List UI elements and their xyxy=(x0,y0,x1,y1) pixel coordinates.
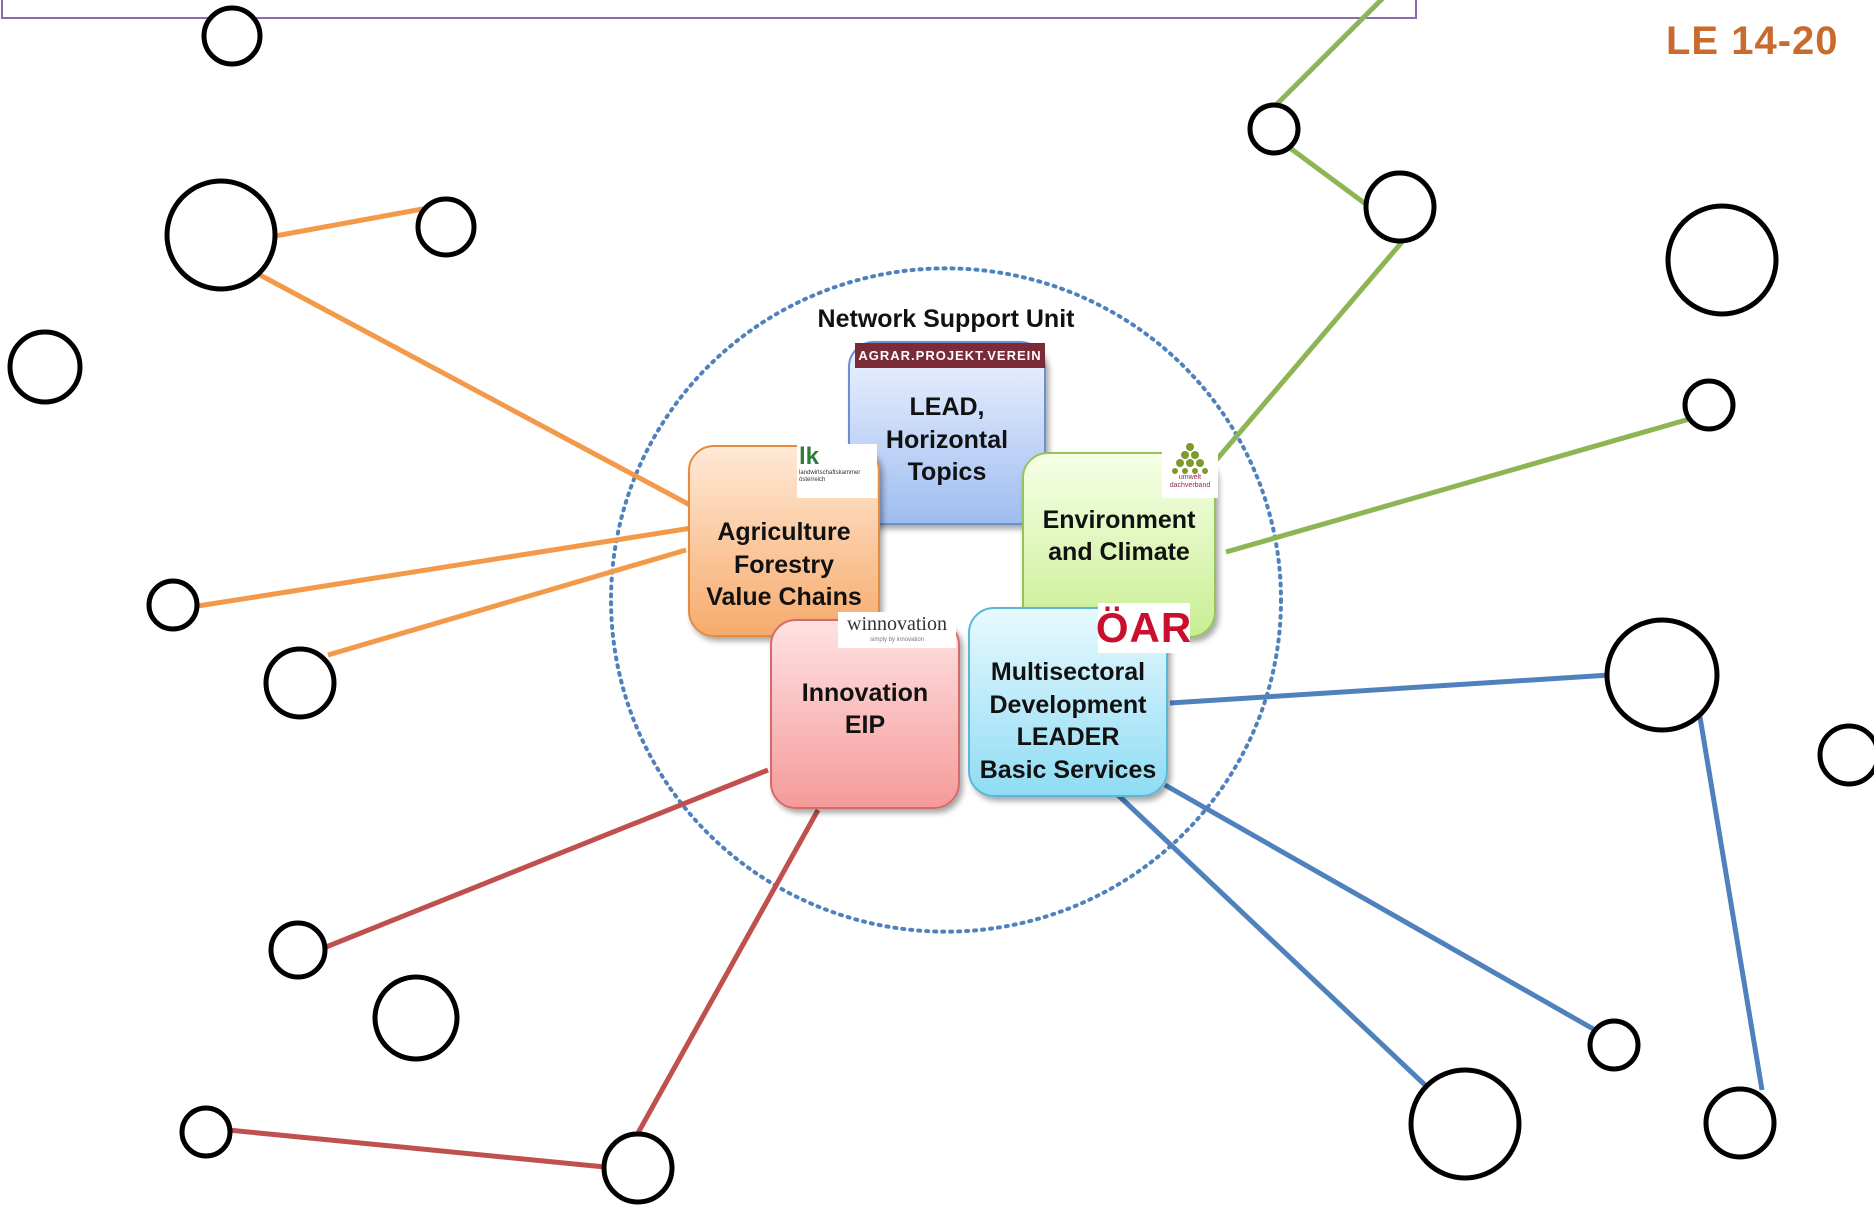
node xyxy=(179,1105,233,1159)
link xyxy=(1169,672,1611,706)
landwirtschaftskammer-logo: lk landwirtschaftskammer österreich xyxy=(797,444,877,498)
tree-dots-icon xyxy=(1172,443,1208,474)
node xyxy=(1703,1086,1777,1160)
innov-box-label: Innovation EIP xyxy=(801,678,929,740)
oar-logo-text: ÖAR xyxy=(1095,604,1193,651)
brand-badge-text: LE 14-20 xyxy=(1666,19,1839,63)
link xyxy=(274,205,429,239)
lead-horizontal-topics-box: LEAD, Horizontal Topics xyxy=(848,341,1046,525)
header-frame xyxy=(1,0,1417,19)
link xyxy=(1272,0,1385,109)
lead-box-label: LEAD, Horizontal Topics xyxy=(885,393,1009,487)
link xyxy=(1163,782,1597,1033)
link xyxy=(1225,415,1694,555)
link xyxy=(1697,716,1765,1091)
winnovation-tagline: simply by innovation xyxy=(869,637,925,643)
link xyxy=(327,547,687,658)
link xyxy=(635,808,821,1135)
innovation-eip-box: Innovation EIP xyxy=(770,619,960,809)
lk-logo-text: landwirtschaftskammer österreich xyxy=(799,470,861,483)
link xyxy=(1116,793,1427,1087)
agrar-projekt-verein-logo: AGRAR.PROJEKT.VEREIN xyxy=(855,343,1045,368)
winnovation-logo-text: winnovation xyxy=(847,613,947,635)
link xyxy=(1193,240,1404,487)
node xyxy=(1247,102,1301,156)
orange-links xyxy=(197,205,693,658)
node xyxy=(372,974,460,1062)
link xyxy=(325,767,769,950)
node xyxy=(601,1131,675,1205)
multi-box-label: Multisectoral Development LEADER Basic S… xyxy=(979,658,1157,784)
agri-box-label: Agriculture Forestry Value Chains xyxy=(706,518,862,612)
node xyxy=(201,5,263,67)
node xyxy=(1363,170,1437,244)
node xyxy=(1587,1018,1641,1072)
le-14-20-badge: LE 14-20 xyxy=(1666,19,1839,63)
node xyxy=(263,646,337,720)
link xyxy=(258,272,692,508)
agrar-logo-text: AGRAR.PROJEKT.VEREIN xyxy=(858,348,1042,363)
link xyxy=(1288,145,1369,208)
node xyxy=(1665,203,1779,317)
node xyxy=(268,920,328,980)
green-links xyxy=(1193,0,1694,555)
node xyxy=(415,196,477,258)
node xyxy=(164,178,278,292)
node xyxy=(146,578,200,632)
winnovation-logo: winnovation simply by innovation xyxy=(838,612,956,648)
link xyxy=(227,1127,606,1170)
outer-nodes xyxy=(7,5,1874,1205)
network-support-unit-label: Network Support Unit xyxy=(818,305,1076,333)
umweltdachverband-logo: umwelt dachverband xyxy=(1162,442,1218,498)
umwelt-logo-text: umwelt dachverband xyxy=(1169,474,1211,489)
agriculture-forestry-box: Agriculture Forestry Value Chains xyxy=(688,445,880,637)
node xyxy=(1817,723,1874,787)
link xyxy=(197,525,693,609)
env-box-label: Environment and Climate xyxy=(1042,505,1196,567)
network-support-unit-ring xyxy=(609,266,1283,934)
node xyxy=(7,329,83,405)
red-links xyxy=(227,767,821,1170)
node xyxy=(1604,617,1720,733)
blue-links xyxy=(1116,672,1765,1091)
node xyxy=(1682,378,1736,432)
lk-logo-mark: lk xyxy=(799,443,820,470)
node xyxy=(1408,1067,1522,1181)
multisectoral-development-box: Multisectoral Development LEADER Basic S… xyxy=(968,607,1168,797)
oar-logo: ÖAR xyxy=(1095,603,1193,653)
